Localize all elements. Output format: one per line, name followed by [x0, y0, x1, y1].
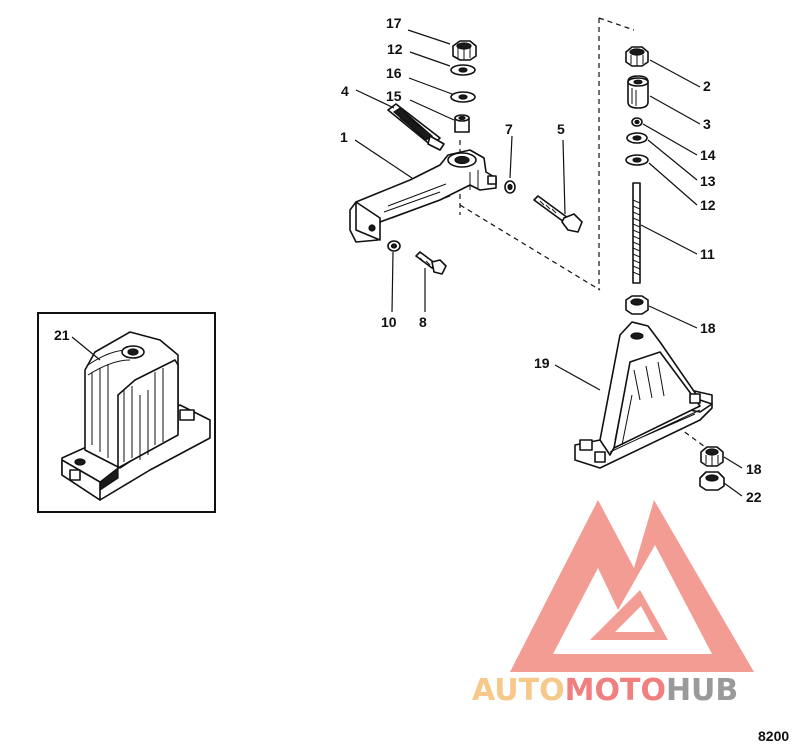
callout-12-right: 12 — [700, 197, 716, 213]
callout-18-top: 18 — [700, 320, 716, 336]
part-2-nut — [625, 46, 649, 67]
part-13-washer — [626, 132, 648, 144]
svg-text:AUTOMOTOHUB: AUTOMOTOHUB — [472, 673, 738, 708]
part-10-washer — [387, 240, 401, 252]
callout-21: 21 — [54, 327, 70, 343]
callout-8: 8 — [419, 314, 427, 330]
callout-16: 16 — [386, 65, 402, 81]
part-16-washer — [450, 91, 476, 103]
callout-1: 1 — [340, 129, 348, 145]
leader-lines — [71, 29, 743, 497]
part-5-bolt — [533, 195, 583, 233]
part-7-washer — [504, 180, 516, 194]
inset-detail-box — [37, 312, 216, 513]
part-17-locknut — [452, 40, 477, 61]
callout-17: 17 — [386, 15, 402, 31]
callout-11: 11 — [700, 246, 715, 262]
callout-2: 2 — [703, 78, 711, 94]
watermark-hub: HUB — [666, 673, 738, 708]
callout-13: 13 — [700, 173, 716, 189]
watermark-auto: AUTO — [472, 673, 565, 708]
callout-22: 22 — [746, 489, 762, 505]
callout-4: 4 — [341, 83, 349, 99]
part-12-washer-top — [450, 64, 476, 76]
figure-number: 8200 — [758, 728, 789, 744]
part-4-clip — [387, 103, 445, 151]
callout-15: 15 — [386, 88, 402, 104]
part-22-nut — [699, 471, 725, 491]
watermark-logo — [510, 500, 754, 672]
mount-bracket-inset — [61, 331, 211, 501]
callout-5: 5 — [557, 121, 565, 137]
watermark-moto: MOTO — [565, 673, 666, 708]
part-3-bushing — [627, 75, 649, 109]
callout-19: 19 — [534, 355, 550, 371]
part-11-stud — [632, 182, 641, 284]
callout-12-top: 12 — [387, 41, 403, 57]
part-12-washer-right — [625, 154, 649, 166]
callout-14: 14 — [700, 147, 716, 163]
part-14-nut — [631, 117, 643, 127]
callout-labels: 17 12 16 4 15 1 7 5 10 8 2 3 14 13 12 11… — [54, 15, 762, 505]
callout-18-bottom: 18 — [746, 461, 762, 477]
watermark-triangle-hole — [615, 606, 655, 632]
callout-7: 7 — [505, 121, 513, 137]
part-18-nut-bottom — [700, 446, 724, 467]
part-1-bracket-arm — [349, 149, 497, 243]
part-15-spacer — [454, 114, 470, 133]
part-19-mount-bracket — [574, 321, 713, 469]
watermark-text: AUTOMOTOHUB — [472, 673, 738, 708]
part-18-nut-top — [625, 295, 649, 315]
callout-3: 3 — [703, 116, 711, 132]
callout-10: 10 — [381, 314, 397, 330]
part-8-bolt — [415, 251, 447, 275]
